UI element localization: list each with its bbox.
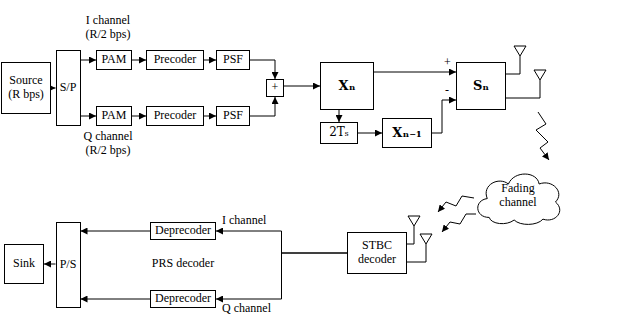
channel-cloud: Fading channel — [470, 166, 566, 226]
block-box: Xₙ — [320, 62, 374, 110]
signal-arrow — [81, 231, 151, 232]
block-text: Deprecoder — [155, 224, 211, 238]
block-text: Source (R bps) — [2, 74, 50, 102]
signal-arrow — [204, 60, 216, 61]
signal-arrow — [339, 110, 340, 122]
block-box: Precoder — [146, 106, 204, 126]
signal-arrow — [216, 253, 347, 299]
signal-arrow — [132, 116, 146, 117]
signal-arrow — [81, 116, 97, 117]
channel-label: PRS decoder — [140, 257, 226, 271]
radio-wave — [442, 214, 476, 232]
antenna-symbol — [420, 234, 432, 244]
block-box: Sₙ — [456, 62, 506, 110]
block-text: S/P — [60, 81, 77, 95]
channel-label: I channel (R/2 bps) — [76, 14, 140, 42]
sign-label: - — [445, 84, 449, 98]
block-box: PAM — [96, 106, 132, 126]
block-text: Fading channel — [482, 182, 554, 210]
block-text: Sₙ — [473, 79, 489, 94]
signal-arrow — [132, 60, 146, 61]
cloud-shape — [478, 174, 560, 224]
channel-label: I channel — [222, 214, 266, 228]
antenna-symbol — [534, 70, 546, 80]
block-text: PAM — [102, 109, 127, 123]
block-text: Precoder — [154, 53, 197, 67]
block-text: PAM — [102, 53, 127, 67]
signal-arrow — [358, 133, 382, 134]
block-box: Sink — [4, 244, 44, 284]
block-text: Xₙ — [339, 79, 356, 94]
radio-wave — [536, 112, 549, 160]
signal-arrow — [204, 116, 216, 117]
signal-arrow — [216, 231, 347, 253]
block-text: STBC decoder — [348, 239, 406, 267]
block-box: Precoder — [146, 50, 204, 70]
signal-arrow — [81, 299, 151, 300]
block-box: S/P — [56, 50, 81, 126]
block-box: P/S — [56, 222, 81, 308]
signal-arrow — [374, 72, 456, 73]
sign-label: + — [444, 56, 451, 70]
block-text: Xₙ₋₁ — [392, 126, 421, 141]
block-box: PAM — [96, 50, 132, 70]
block-box: Source (R bps) — [1, 62, 51, 114]
block-text: PSF — [223, 53, 243, 67]
antenna-symbol — [514, 46, 526, 56]
channel-label: Q channel (R/2 bps) — [76, 130, 140, 158]
block-box: 2Tₛ — [320, 122, 358, 144]
block-text: P/S — [60, 258, 77, 272]
antenna-feed — [506, 80, 540, 98]
signal-arrow — [250, 60, 275, 79]
antenna-feed — [506, 56, 520, 74]
signal-arrow — [432, 100, 456, 133]
signal-arrow — [284, 86, 320, 87]
antenna-feed — [404, 244, 426, 262]
block-box: Deprecoder — [150, 222, 216, 240]
block-box: PSF — [216, 50, 250, 70]
block-text: Sink — [13, 257, 35, 271]
signal-arrow — [81, 60, 97, 61]
block-text: Precoder — [154, 109, 197, 123]
radio-wave — [438, 196, 474, 212]
block-box: PSF — [216, 106, 250, 126]
signal-arrow — [44, 264, 56, 265]
channel-label: Q channel — [222, 302, 271, 316]
block-text: Deprecoder — [155, 292, 211, 306]
block-box: + — [266, 79, 284, 97]
signal-arrow — [250, 97, 275, 116]
block-text: 2Tₛ — [329, 126, 349, 140]
block-text: PSF — [223, 109, 243, 123]
block-text: + — [272, 81, 279, 95]
block-box: STBC decoder — [347, 232, 407, 274]
antenna-symbol — [408, 216, 420, 226]
block-box: Xₙ₋₁ — [382, 118, 432, 148]
block-box: Deprecoder — [150, 290, 216, 308]
